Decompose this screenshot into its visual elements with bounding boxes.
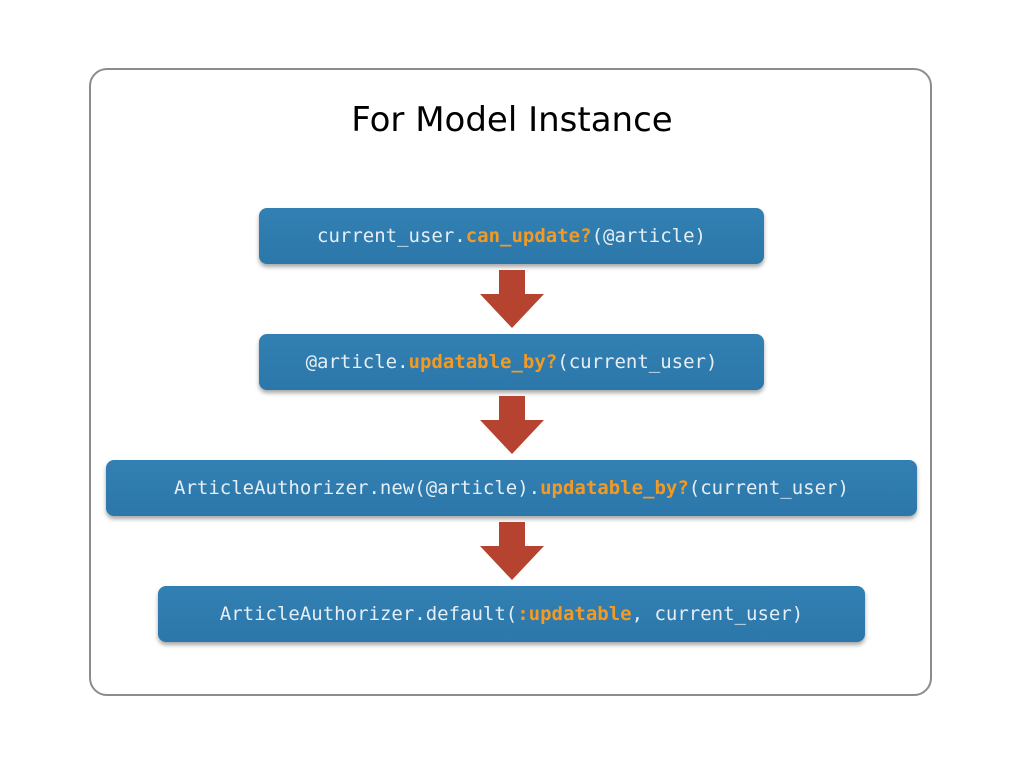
step-3-method: updatable_by? bbox=[540, 477, 689, 499]
step-3-prefix: ArticleAuthorizer.new(@article). bbox=[174, 477, 541, 499]
step-4-prefix: ArticleAuthorizer.default( bbox=[219, 603, 518, 625]
down-arrow-icon bbox=[480, 396, 544, 454]
step-box-1: current_user.can_update?(@article) bbox=[259, 208, 764, 264]
step-1-method: can_update? bbox=[465, 225, 592, 247]
step-4-suffix: , current_user) bbox=[631, 603, 804, 625]
down-arrow-icon bbox=[480, 270, 544, 328]
down-arrow-icon bbox=[480, 522, 544, 580]
step-2-method: updatable_by? bbox=[408, 351, 558, 373]
step-1-suffix: (@article) bbox=[591, 225, 706, 247]
step-box-4: ArticleAuthorizer.default(:updatable, cu… bbox=[158, 586, 865, 642]
step-1-prefix: current_user. bbox=[317, 225, 466, 247]
step-box-2: @article.updatable_by?(current_user) bbox=[259, 334, 764, 390]
step-3-suffix: (current_user) bbox=[688, 477, 849, 499]
step-2-suffix: (current_user) bbox=[557, 351, 718, 373]
step-4-symbol: :updatable bbox=[517, 603, 632, 625]
step-2-prefix: @article. bbox=[305, 351, 409, 373]
slide-title: For Model Instance bbox=[351, 100, 673, 140]
step-box-3: ArticleAuthorizer.new(@article).updatabl… bbox=[106, 460, 917, 516]
